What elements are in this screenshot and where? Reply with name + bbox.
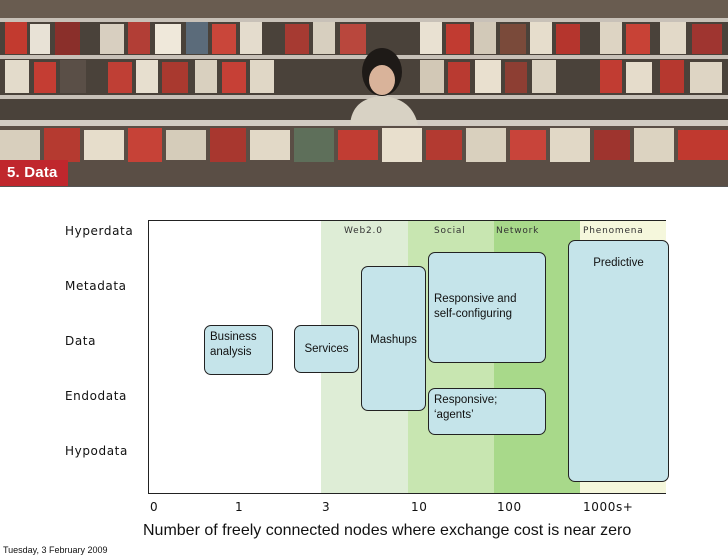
header-divider: [0, 186, 728, 187]
row-label-endodata: Endodata: [65, 389, 127, 403]
header-photo: 5. Data: [0, 0, 728, 186]
footer-date: Tuesday, 3 February 2009: [3, 545, 108, 555]
zone-label-phenomena: Phenomena: [583, 226, 644, 236]
row-label-metadata: Metadata: [65, 279, 127, 293]
row-label-hypodata: Hypodata: [65, 444, 128, 458]
row-label-data: Data: [65, 334, 97, 348]
chart-frame: Web2.0 Social Network Phenomena Business…: [148, 220, 669, 494]
zone-label-web2: Web2.0: [344, 226, 383, 236]
row-label-hyperdata: Hyperdata: [65, 224, 134, 238]
node-responsive-agents: Responsive; ‘agents’: [428, 388, 546, 435]
x-axis-title: Number of freely connected nodes where e…: [143, 522, 632, 539]
node-services: Services: [294, 325, 359, 373]
section-tag: 5. Data: [0, 160, 68, 186]
x-tick-10: 10: [411, 500, 428, 514]
node-mashups: Mashups: [361, 266, 426, 411]
node-predictive: Predictive: [568, 240, 669, 482]
zone-label-network: Network: [496, 226, 540, 236]
data-diagram: Hyperdata Metadata Data Endodata Hypodat…: [0, 190, 728, 560]
node-services-label: Services: [304, 342, 349, 355]
x-tick-1: 1: [235, 500, 244, 514]
x-tick-1000s: 1000s+: [583, 500, 634, 514]
x-tick-3: 3: [322, 500, 331, 514]
node-responsive-self-configuring: Responsive and self-configuring: [428, 252, 546, 363]
x-tick-100: 100: [497, 500, 522, 514]
newsstand-photo-illustration: [0, 0, 728, 186]
zone-label-social: Social: [434, 226, 466, 236]
node-business-analysis: Business analysis: [204, 325, 273, 375]
x-tick-0: 0: [150, 500, 159, 514]
